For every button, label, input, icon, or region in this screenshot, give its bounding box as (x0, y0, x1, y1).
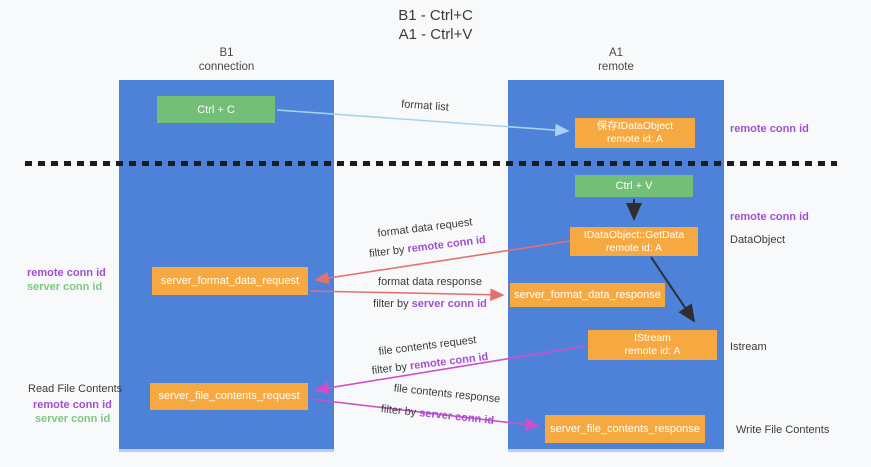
node-ctrl-v: Ctrl + V (575, 175, 693, 197)
annotation-server-conn-id-left2: server conn id (35, 413, 111, 425)
node-server-format-data-request: server_format_data_request (152, 267, 308, 295)
lane-header-a1: A1 remote (508, 46, 724, 74)
diagram-title: B1 - Ctrl+C A1 - Ctrl+V (0, 6, 871, 44)
annotation-remote-conn-id-mid: remote conn id (730, 211, 809, 223)
lane-b1-subtitle: connection (198, 61, 255, 73)
annotation-remote-conn-id-left2: remote conn id (33, 399, 112, 411)
label-filter-by-text: filter by (380, 403, 420, 420)
node-server-format-data-response-label: server_format_data_response (514, 288, 661, 301)
phase-separator-dashed-line (25, 161, 837, 166)
annotation-dataobject: DataObject (730, 234, 786, 246)
label-remote-conn-id-inline: remote conn id (409, 350, 489, 373)
node-save-idataobject-line2: remote id: A (606, 133, 664, 145)
node-ctrl-c: Ctrl + C (157, 96, 275, 123)
lane-a1-name: A1 (608, 47, 624, 59)
label-filter-server-2: filter by server conn id (360, 401, 515, 429)
label-filter-by-text: filter by (371, 360, 411, 378)
node-server-format-data-response: server_format_data_response (510, 283, 665, 307)
label-filter-server-1: filter by server conn id (355, 298, 505, 310)
node-server-format-data-request-label: server_format_data_request (160, 274, 300, 287)
node-ctrl-c-label: Ctrl + C (197, 103, 235, 116)
annotation-istream: Istream (730, 341, 767, 353)
label-server-conn-id-inline: server conn id (418, 407, 495, 427)
node-istream: IStream remote id: A (588, 330, 717, 360)
annotation-server-conn-id-left1: server conn id (27, 281, 103, 293)
arrow-format-data-response (309, 288, 505, 302)
node-istream-line1: IStream (634, 332, 671, 344)
title-line-1: B1 - Ctrl+C (398, 7, 473, 24)
node-save-idataobject: 保存IDataObject remote id: A (575, 118, 695, 148)
label-filter-by-text: filter by (373, 298, 412, 310)
label-server-conn-id-inline: server conn id (411, 298, 487, 310)
annotation-remote-conn-id-left1: remote conn id (27, 267, 106, 279)
label-format-data-response: format data response (378, 276, 482, 288)
node-server-file-contents-request-label: server_file_contents_request (158, 390, 300, 402)
node-idataobject-getdata-line1: IDataObject::GetData (583, 228, 685, 241)
node-server-file-contents-request: server_file_contents_request (150, 383, 308, 410)
node-idataobject-getdata-line2: remote id: A (605, 241, 663, 254)
annotation-read-file-contents: Read File Contents (28, 383, 123, 395)
label-remote-conn-id-inline: remote conn id (406, 233, 487, 256)
annotation-remote-conn-id-top: remote conn id (730, 123, 809, 135)
node-istream-line2: remote id: A (624, 345, 681, 357)
node-save-idataobject-line1: 保存IDataObject (596, 120, 674, 132)
lane-b1-name: B1 (219, 47, 234, 59)
label-format-list: format list (400, 98, 450, 114)
label-filter-by-text: filter by (368, 243, 409, 261)
node-idataobject-getdata: IDataObject::GetData remote id: A (570, 227, 698, 256)
node-server-file-contents-response: server_file_contents_response (545, 415, 705, 443)
node-server-file-contents-response-label: server_file_contents_response (550, 422, 700, 435)
lane-a1-subtitle: remote (598, 61, 634, 73)
annotation-write-file-contents: Write File Contents (736, 424, 830, 436)
title-line-2: A1 - Ctrl+V (398, 26, 473, 43)
lane-header-b1: B1 connection (119, 46, 334, 74)
node-ctrl-v-label: Ctrl + V (615, 180, 653, 192)
